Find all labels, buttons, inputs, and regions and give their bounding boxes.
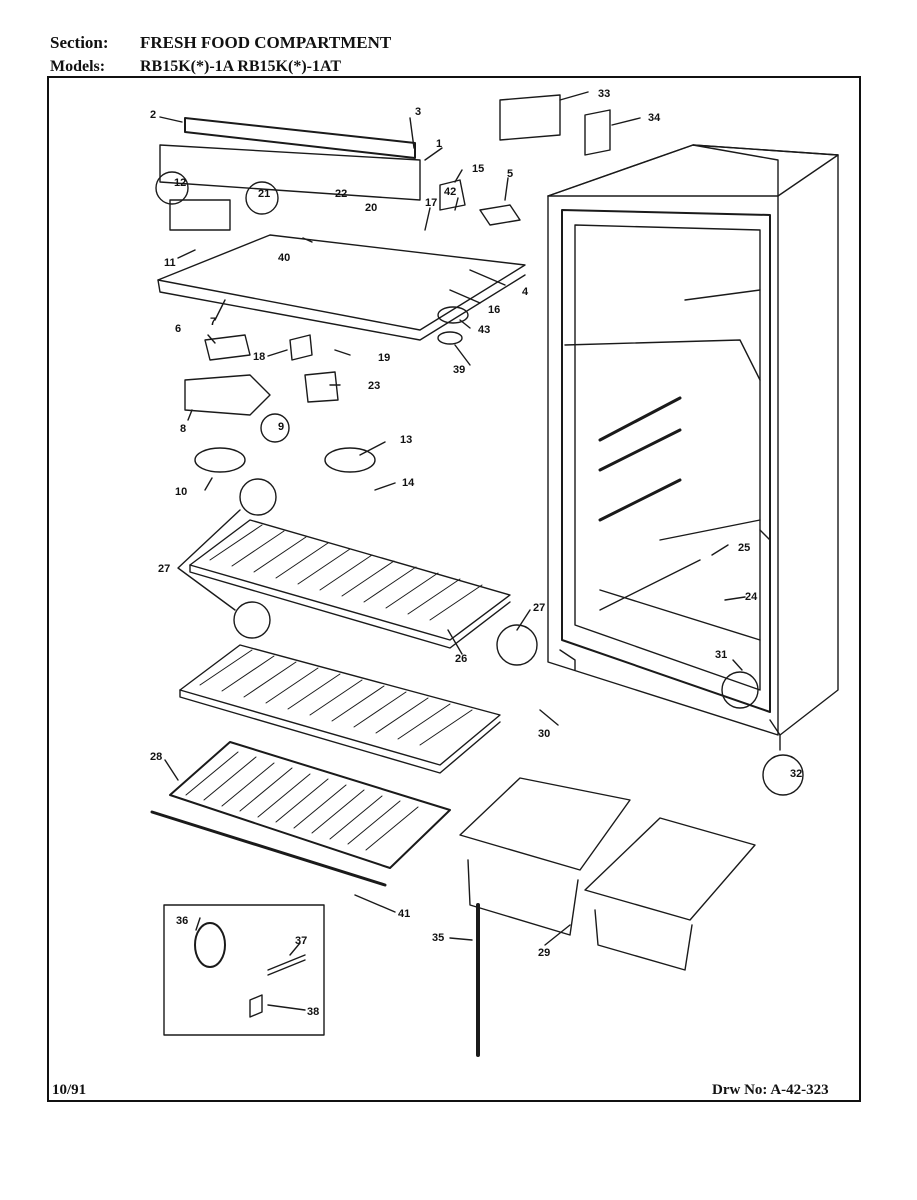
callout-10: 10 [175,486,187,498]
callout-33: 33 [598,88,610,100]
callout-22: 22 [335,188,347,200]
callout-36: 36 [176,915,188,927]
callout-16: 16 [488,304,500,316]
callout-30: 30 [538,728,550,740]
callout-37: 37 [295,935,307,947]
control-housing-drawing [157,94,611,473]
callout-14: 14 [402,477,415,489]
drawing-number: Drw No: A-42-323 [712,1082,829,1098]
callout-23: 23 [368,380,380,392]
section-label: Section: [50,33,109,52]
callout-8: 8 [180,423,186,435]
callout-34: 34 [648,112,661,124]
callout-17: 17 [425,197,437,209]
callout-11: 11 [164,257,176,269]
callout-1: 1 [436,138,442,150]
callout-24: 24 [745,591,758,603]
upper-shelf-drawing [189,519,511,649]
callout-18: 18 [253,351,265,363]
callout-6: 6 [175,323,181,335]
callout-20: 20 [365,202,377,214]
models-label: Models: [50,58,106,75]
callout-39: 39 [453,364,465,376]
refrigerator-cabinet-drawing [547,144,839,751]
callout-43: 43 [478,324,490,336]
callout-2: 2 [150,109,156,121]
callout-38: 38 [307,1006,319,1018]
callout-26: 26 [455,653,467,665]
callout-42: 42 [444,186,456,198]
callout-29: 29 [538,947,550,959]
callout-13: 13 [400,434,412,446]
callout-9: 9 [278,421,284,433]
crisper-cover-drawing [150,741,451,887]
callout-4: 4 [522,286,529,298]
callout-5: 5 [507,168,513,180]
callout-40: 40 [278,252,290,264]
section-title: FRESH FOOD COMPARTMENT [140,33,392,52]
callout-21: 21 [258,188,270,200]
callout-32: 32 [790,768,802,780]
revision-date: 10/91 [52,1082,87,1098]
models-list: RB15K(*)-1A RB15K(*)-1AT [140,58,342,75]
callout-31: 31 [715,649,727,661]
callout-27-left: 27 [158,563,170,575]
lower-shelf-drawing [179,644,501,774]
callout-28: 28 [150,751,162,763]
crisper-drawers-drawing [459,777,756,971]
callout-35: 35 [432,932,444,944]
callout-15: 15 [472,163,484,175]
hardware-kit-box [163,904,325,1036]
callout-7: 7 [210,316,216,328]
callout-12: 12 [174,177,186,189]
callout-19: 19 [378,352,390,364]
diagram-frame [47,76,861,1102]
callout-3: 3 [415,106,421,118]
callout-41: 41 [398,908,410,920]
callout-25: 25 [738,542,750,554]
callout-27-right: 27 [533,602,545,614]
